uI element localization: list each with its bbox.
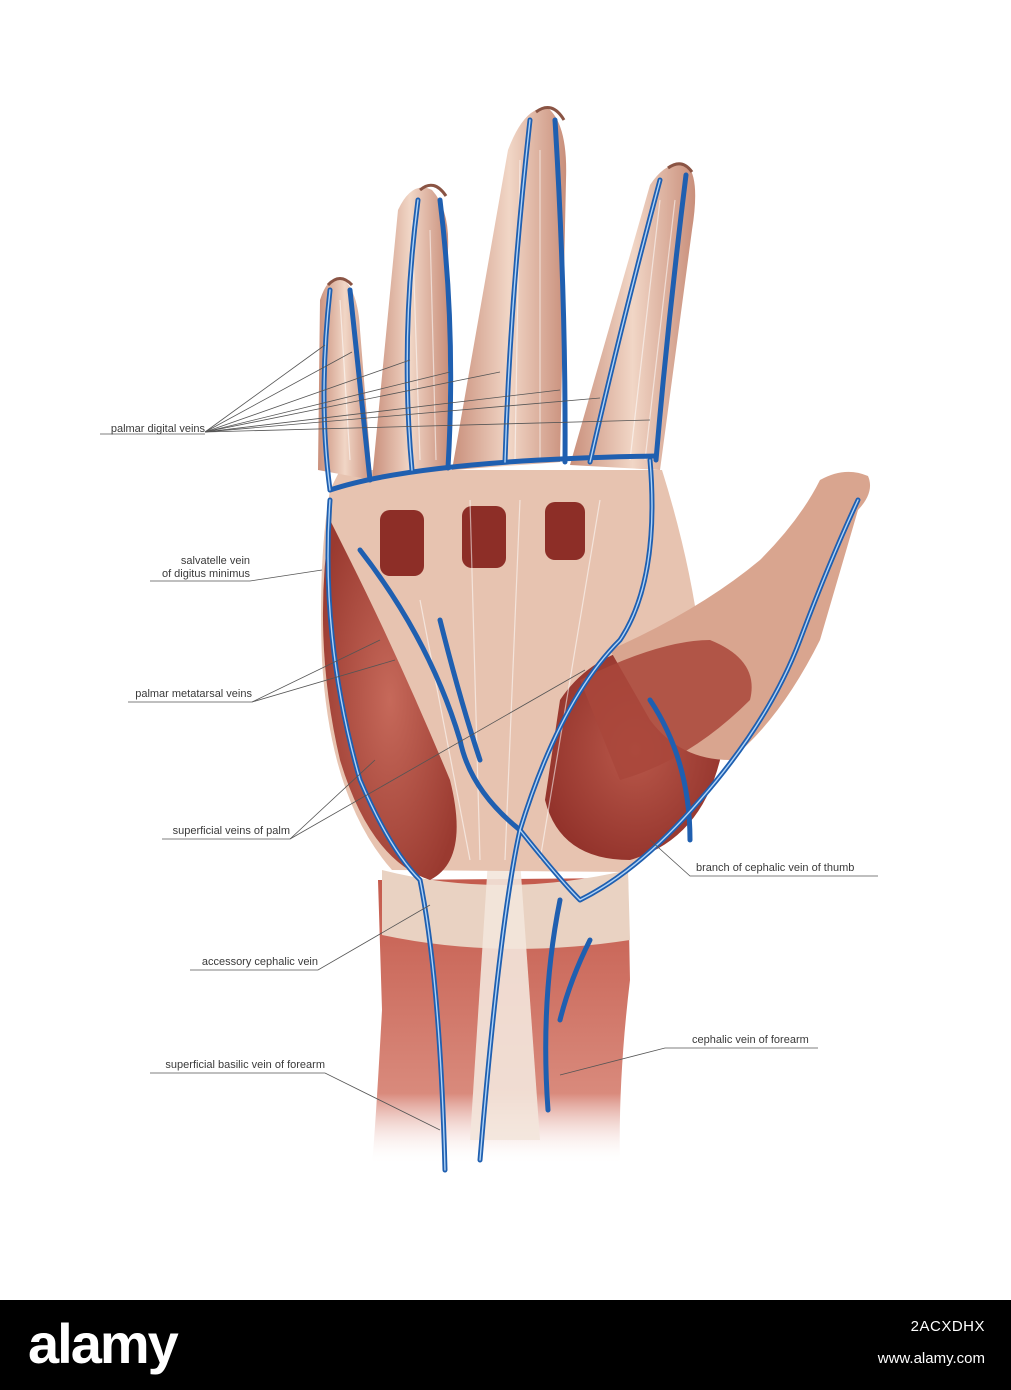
index-fingernail [667,162,694,173]
label-superficial-basilic-vein: superficial basilic vein of forearm [165,1059,325,1071]
label-salvatelle-vein: salvatelle vein of digitus minimus [161,555,250,580]
lumbrical-window-2 [462,506,506,568]
lumbrical-window-1 [380,510,424,576]
label-palmar-digital-veins: palmar digital veins [110,423,205,435]
ring-fingernail [419,183,448,197]
adductor-pollicis [580,640,752,780]
label-cephalic-vein-of-forearm: cephalic vein of forearm [692,1034,809,1046]
label-accessory-cephalic-vein: accessory cephalic vein [201,956,318,968]
label-superficial-veins-of-palm: superficial veins of palm [172,825,290,837]
index-finger [570,164,696,470]
hypothenar-muscle [322,520,457,880]
watermark-url: www.alamy.com [877,1350,985,1367]
middle-fingernail [535,106,566,121]
hand-vein-illustration: palmar digital veins salvatelle vein of … [100,106,878,1173]
label-branch-of-cephalic-vein-of-thumb: branch of cephalic vein of thumb [696,862,855,874]
alamy-logo: alamy [28,1312,179,1375]
lumbrical-window-3 [545,502,585,560]
middle-finger [452,107,567,470]
watermark-footer: alamy 2ACXDHX www.alamy.com [0,1300,1011,1390]
ring-finger [372,187,449,480]
label-palmar-metatarsal-veins: palmar metatarsal veins [135,688,252,700]
leader-lines [100,344,878,1131]
tendon-streaks [339,150,676,861]
little-fingernail [326,277,354,287]
veins [321,117,861,1173]
image-id: 2ACXDHX [910,1318,985,1335]
hand-anatomy-svg [100,106,878,1173]
